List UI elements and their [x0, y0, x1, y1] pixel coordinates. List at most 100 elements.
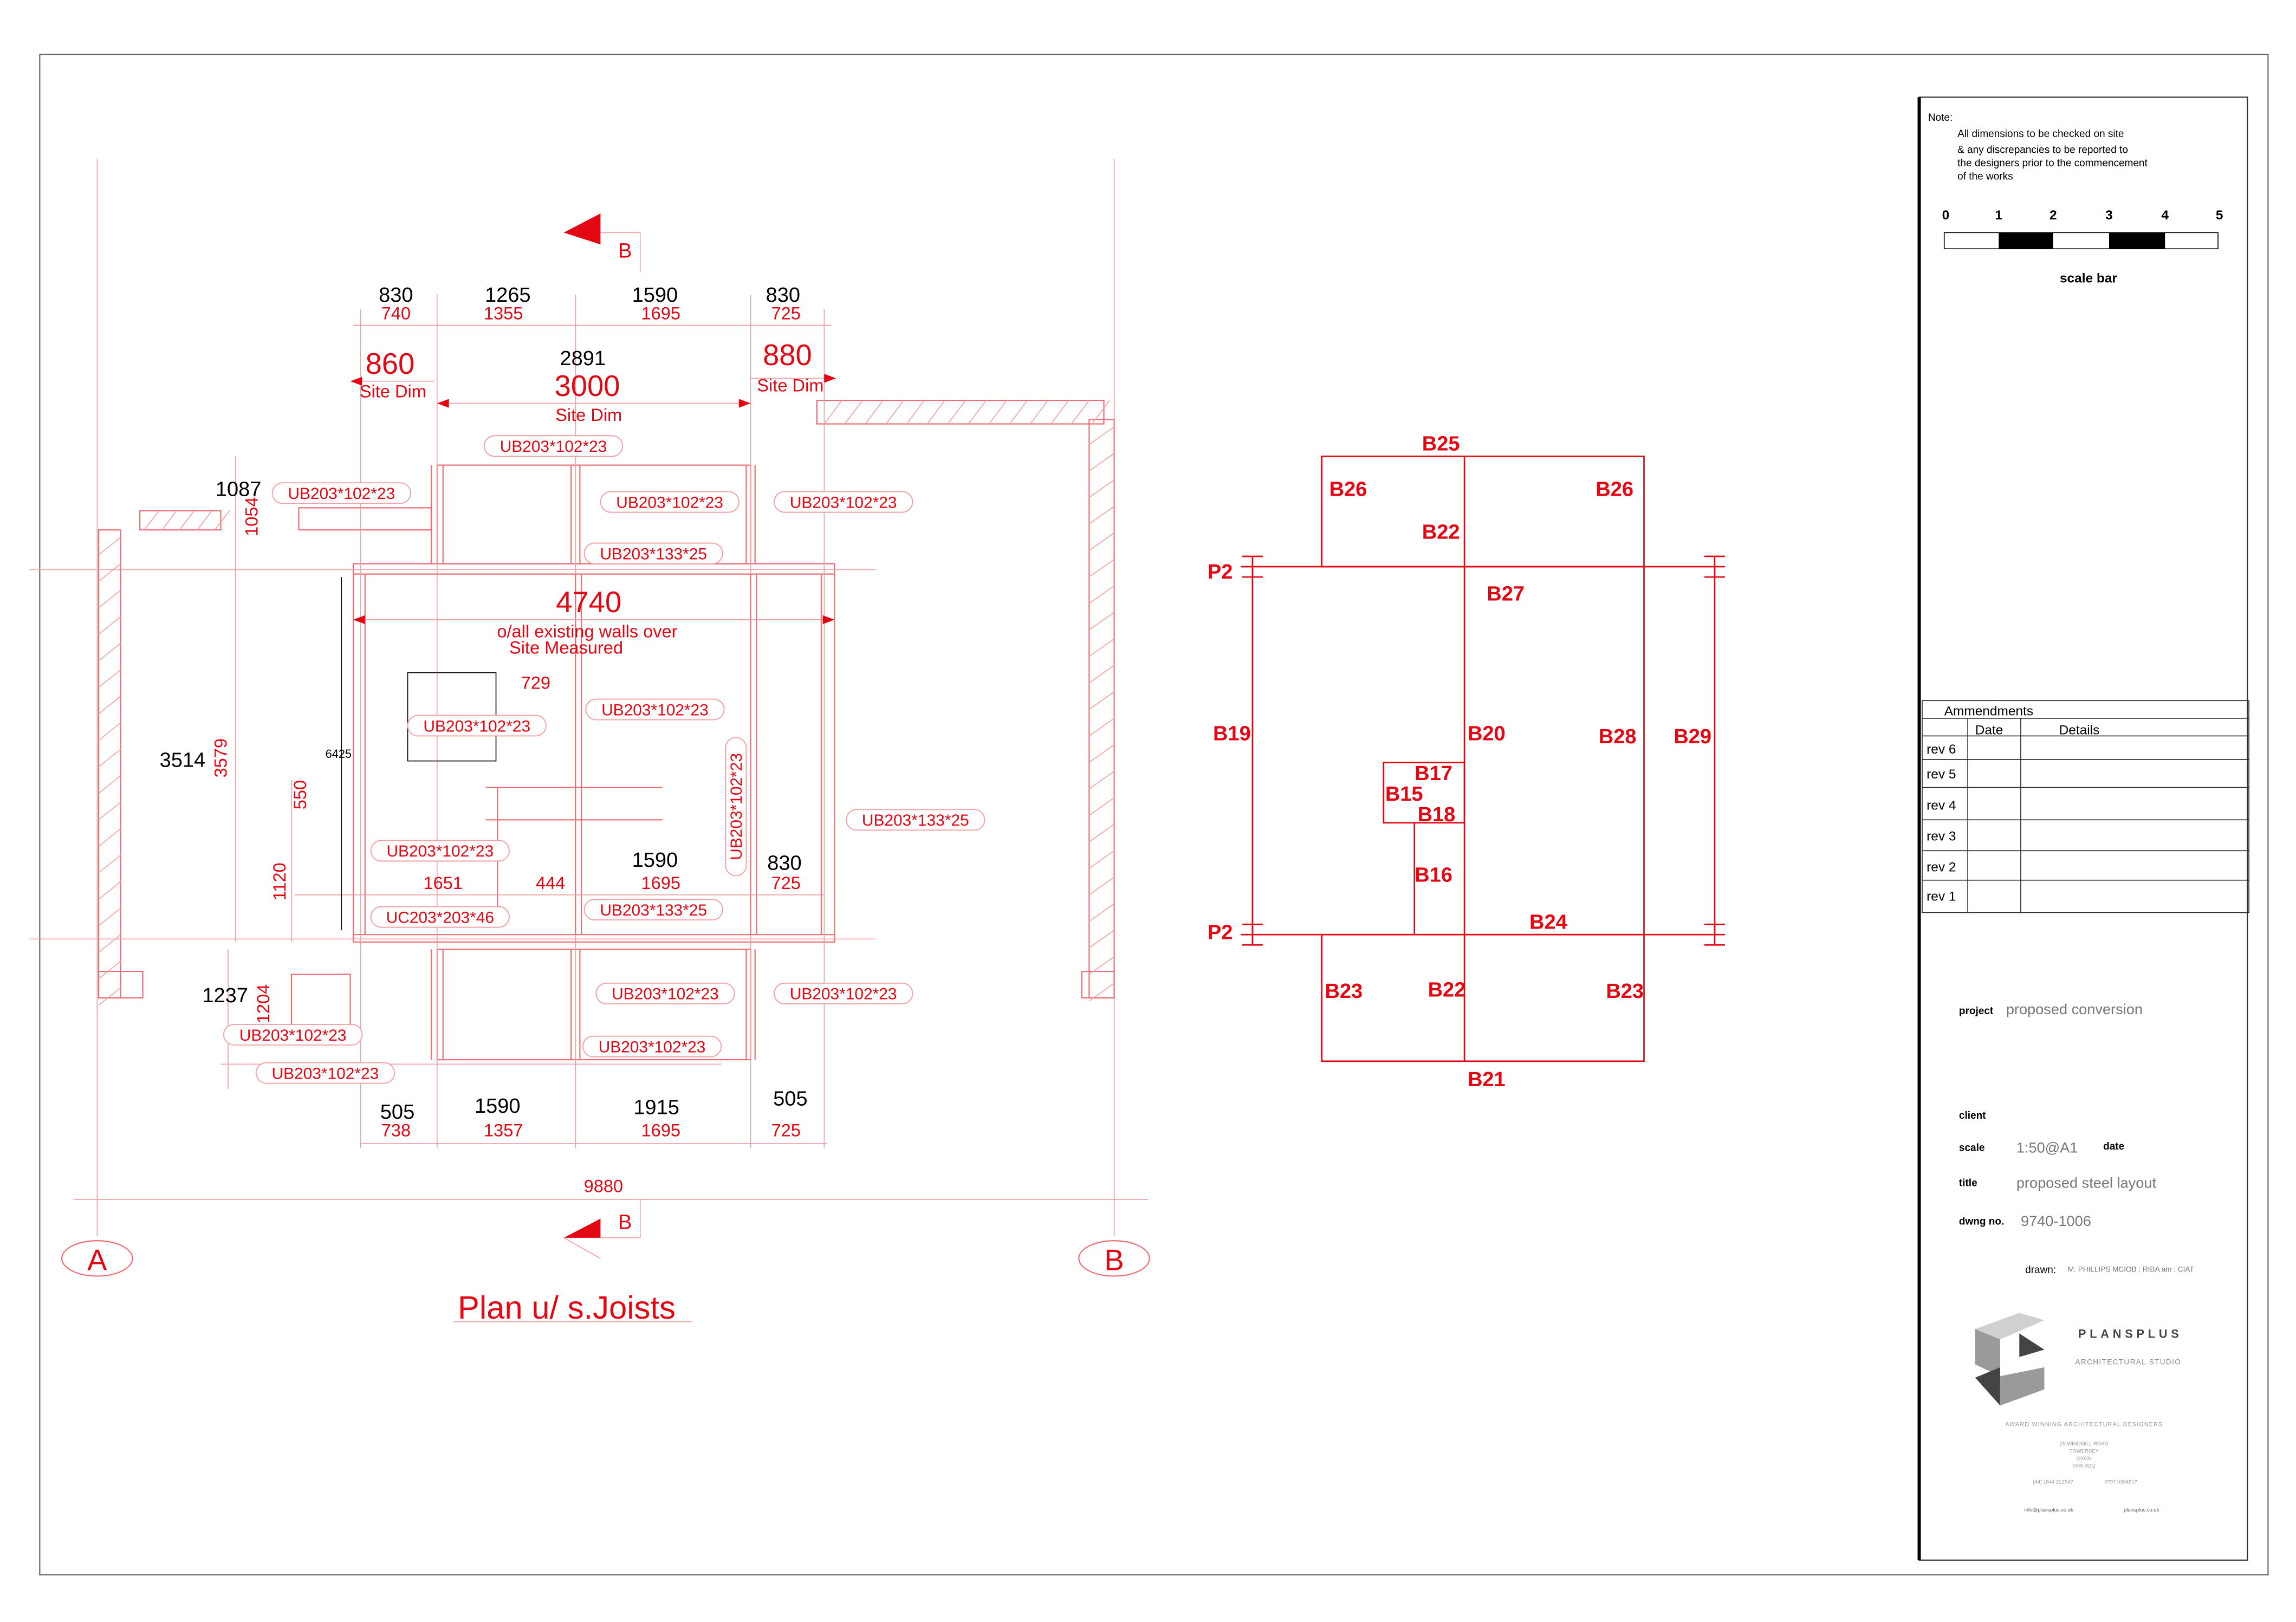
hatch-line — [98, 881, 121, 900]
dwng-value: 9740-1006 — [2021, 1212, 2091, 1229]
hatch-line — [1088, 585, 1114, 604]
client-label: client — [1959, 1110, 1986, 1121]
beam-tag: UB203*102*23 — [370, 840, 510, 862]
website-link[interactable]: plansplus.co.uk — [2124, 1507, 2159, 1513]
grid-label-b: B — [1104, 1244, 1124, 1277]
project-value: proposed conversion — [2006, 1001, 2143, 1017]
note-heading: Note: — [1928, 112, 1953, 124]
dimension-arrows — [350, 374, 836, 624]
hatch-line — [1088, 426, 1114, 445]
hatch-line — [161, 510, 177, 530]
address-line: TOWERSEY — [2070, 1448, 2099, 1454]
plansplus-logo: PLANSPLUS ARCHITECTURAL STUDIO AWARD WIN… — [1975, 1313, 2183, 1513]
beam-tag-text: UB203*102*23 — [599, 1039, 706, 1056]
hatch-line — [214, 510, 230, 530]
dim-3579: 3579 — [210, 738, 230, 777]
hatch-line — [1092, 400, 1111, 425]
dim-3514: 3514 — [160, 749, 206, 772]
dim-bot-black-3: 1915 — [633, 1097, 679, 1119]
dim-4740: 4740 — [556, 586, 621, 619]
date-label: date — [2103, 1141, 2124, 1152]
sheet-border — [39, 54, 2269, 1576]
beam-tag: UB203*102*23 — [271, 482, 411, 504]
dim-top-black-2: 1265 — [485, 284, 531, 307]
beam-label-b17: B17 — [1415, 762, 1452, 785]
hatch-line — [179, 510, 195, 530]
beam-tag: UB203*102*23 — [774, 491, 913, 513]
dim-1120: 1120 — [269, 862, 289, 900]
beam-tag: UC203*203*46 — [370, 906, 510, 928]
address-line: 29 WINDMILL ROAD — [2060, 1441, 2109, 1447]
hatch-line — [1088, 930, 1114, 949]
hatch-line — [1088, 744, 1114, 763]
beam-tag-outline — [583, 899, 723, 920]
beam-label-p2: P2 — [1208, 561, 1233, 583]
dim-top-red-4: 725 — [771, 303, 801, 323]
dim-site-860: 860 — [366, 347, 415, 380]
hatch-line — [1088, 903, 1114, 922]
hatch-line — [1088, 718, 1114, 737]
beam-tag-outline — [774, 982, 913, 1004]
dim-top-red-3: 1695 — [641, 303, 680, 323]
beam-label-b23: B23 — [1606, 980, 1644, 1003]
scale-tick-2: 2 — [2049, 208, 2057, 223]
hatch-line — [906, 400, 925, 425]
plan-title: Plan u/ s.Joists — [458, 1289, 676, 1326]
beam-tag-outline — [483, 435, 624, 457]
hatch-line — [98, 589, 121, 608]
beam-tag: UB203*133*25 — [583, 542, 723, 565]
site-dim-mid-label: Site Dim — [555, 405, 622, 425]
beam-tag-text: UB203*133*25 — [862, 812, 969, 829]
dim-444: 444 — [536, 873, 565, 893]
beam-tag-outline — [223, 1023, 363, 1046]
hatch-line — [197, 510, 212, 530]
beam-label-b26: B26 — [1595, 478, 1633, 501]
dim-top-black-3: 1590 — [632, 284, 678, 307]
beam-tag-text: UB203*102*23 — [790, 494, 897, 511]
amendment-row: rev 6 — [1927, 742, 1956, 757]
hatch-line — [885, 400, 904, 425]
scale-tick-3: 3 — [2105, 208, 2113, 223]
dim-1651: 1651 — [423, 873, 462, 893]
amendment-row: rev 4 — [1927, 798, 1956, 813]
hatch-line — [98, 854, 121, 873]
hatch-line — [1088, 797, 1114, 816]
amendments-table — [1922, 700, 2249, 913]
amendment-row: rev 2 — [1927, 860, 1956, 874]
scale-value: 1:50@A1 — [2016, 1139, 2078, 1156]
amendments-col-date: Date — [1975, 723, 2003, 738]
grid-bubble-a[interactable]: A — [61, 1240, 133, 1277]
address-line: OXON — [2077, 1456, 2092, 1462]
beam-tag-outline — [271, 482, 411, 504]
hatch-line — [1009, 400, 1028, 425]
beam-tag-outline — [585, 698, 725, 721]
beam-tag-text: UB203*102*23 — [239, 1027, 347, 1044]
section-marker-bottom: B — [563, 1199, 641, 1259]
hatch-line — [98, 907, 121, 926]
amendment-row: rev 5 — [1927, 767, 1956, 782]
beam-tag-outline — [600, 491, 740, 513]
address-line: OX9 3QQ — [2073, 1463, 2096, 1469]
beam-label-b23: B23 — [1325, 980, 1363, 1003]
site-dim-left-label: Site Dim — [360, 381, 426, 401]
hatch-line — [98, 749, 121, 768]
dim-mid-red-1: 1695 — [641, 873, 680, 893]
section-marker-top: B — [563, 213, 641, 273]
dim-1204: 1204 — [253, 984, 273, 1023]
beam-tag: UB203*102*23 — [407, 715, 547, 737]
beam-tag-outline — [582, 1035, 722, 1057]
hatch-line — [98, 669, 121, 688]
amendments-col-details: Details — [2059, 723, 2100, 738]
hatch-line — [926, 400, 945, 425]
logo-subtitle: ARCHITECTURAL STUDIO — [2076, 1358, 2182, 1366]
logo-name: PLANSPLUS — [2078, 1327, 2183, 1341]
grid-bubble-b[interactable]: B — [1078, 1240, 1150, 1277]
beam-tag-outline — [255, 1062, 395, 1084]
hatch-line — [988, 400, 1007, 425]
note-line-4: of the works — [1957, 171, 2013, 183]
dim-bot-red-2: 1357 — [484, 1120, 523, 1140]
hatch-line — [1088, 983, 1114, 1002]
hatch-line — [98, 643, 121, 661]
email-link[interactable]: info@plansplus.co.uk — [2024, 1507, 2073, 1513]
